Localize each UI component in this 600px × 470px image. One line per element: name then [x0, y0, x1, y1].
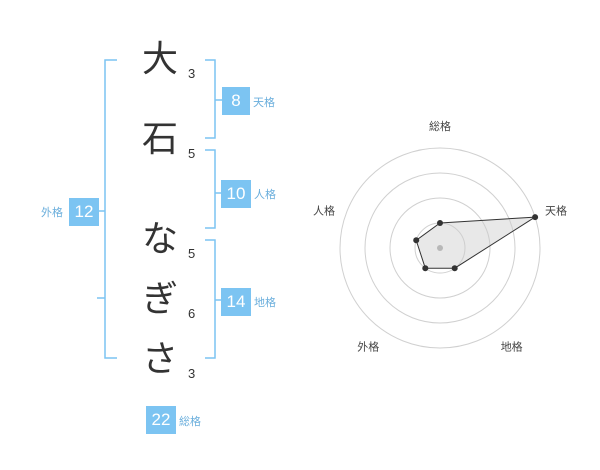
- gaikaku-value-badge: 12: [69, 198, 99, 226]
- radar-center-dot: [437, 245, 443, 251]
- name-char: さ: [141, 339, 178, 380]
- stroke-count: 5: [188, 146, 196, 161]
- radar-grid-ring: [364, 172, 516, 324]
- tenkaku-label: 天格: [253, 97, 275, 109]
- radar-area: [415, 216, 536, 269]
- radar-axis-label: 地格: [501, 340, 523, 354]
- radar-grid: [339, 147, 541, 349]
- chikaku-label: 地格: [254, 297, 276, 309]
- soukaku-label: 総格: [179, 416, 201, 428]
- name-char: 大: [141, 39, 178, 80]
- stroke-count: 3: [188, 366, 196, 381]
- stroke-count: 3: [188, 66, 196, 81]
- stroke-count: 6: [188, 306, 196, 321]
- radar-point-総格: [437, 220, 443, 226]
- radar-axis-label: 外格: [357, 340, 379, 354]
- radar-point-人格: [413, 237, 420, 244]
- radar-axis-label: 総格: [429, 119, 451, 133]
- jinkaku-value-badge: 10: [221, 180, 251, 208]
- name-char: な: [141, 219, 178, 260]
- radar-axis-label: 人格: [313, 203, 335, 217]
- jinkaku-label: 人格: [254, 189, 276, 201]
- radar-point-天格: [532, 214, 539, 221]
- gaikaku-label: 外格: [41, 207, 63, 219]
- radar-grid-ring: [389, 197, 491, 299]
- stroke-count: 5: [188, 246, 196, 261]
- jinkaku-bracket: [205, 149, 222, 229]
- radar-point-地格: [451, 265, 458, 272]
- radar-grid-ring: [339, 147, 541, 349]
- tenkaku-value-badge: 8: [222, 87, 250, 115]
- chikaku-value-badge: 14: [221, 288, 251, 316]
- soukaku-value-badge: 22: [146, 406, 176, 434]
- radar-axis-label: 天格: [545, 203, 567, 217]
- chikaku-bracket: [205, 239, 222, 359]
- radar-point-外格: [422, 265, 429, 272]
- radar-points: [413, 214, 539, 272]
- tenkaku-bracket: [205, 59, 222, 139]
- name-char: ぎ: [141, 279, 178, 320]
- name-char: 石: [141, 119, 178, 160]
